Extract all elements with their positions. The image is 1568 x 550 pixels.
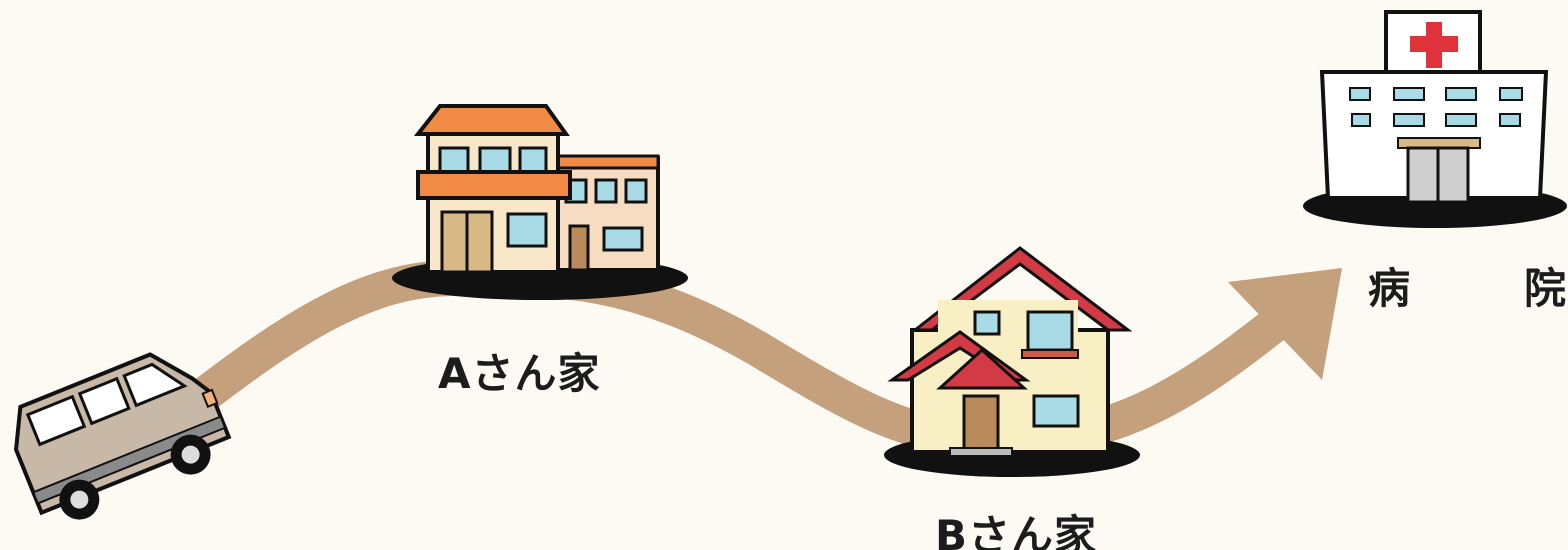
house-a-icon [392,104,688,300]
route-arrow [173,259,1342,459]
hospital-icon [1303,10,1567,228]
house-b-label: Bさん家 [935,511,1098,550]
house-a-label: Aさん家 [438,349,601,398]
house-b-icon [884,246,1140,477]
van-icon [14,352,232,520]
hospital-label: 病 院 [1368,264,1566,313]
